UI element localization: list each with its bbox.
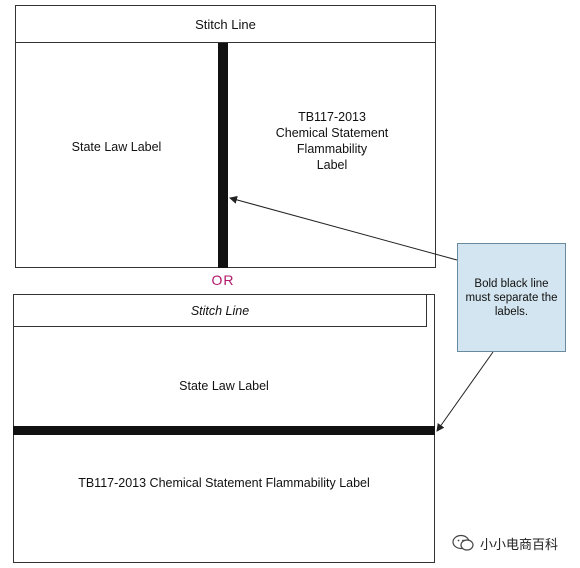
bottom-stitch-line-band — [13, 294, 427, 327]
or-separator: OR — [211, 272, 235, 288]
arrow-to-horizontal-divider — [436, 351, 494, 432]
watermark: 小小电商百科 — [452, 531, 558, 555]
top-chemical-label-line: Label — [316, 158, 348, 172]
watermark-text: 小小电商百科 — [480, 536, 559, 552]
top-chemical-label-line: TB117-2013 — [298, 110, 366, 124]
arrow-to-vertical-divider — [229, 195, 458, 261]
wechat-icon — [452, 534, 474, 551]
top-stitch-line-band — [15, 5, 436, 43]
bottom-chemical-label: TB117-2013 Chemical Statement Flammabili… — [78, 476, 370, 490]
bottom-state-law-label: State Law Label — [179, 379, 269, 393]
bottom-stitch-line-text: Stitch Line — [190, 304, 250, 318]
bottom-horizontal-divider — [13, 426, 435, 435]
top-stitch-line-text: Stitch Line — [195, 17, 256, 32]
top-vertical-divider — [218, 43, 228, 268]
top-chemical-label: TB117-2013 Chemical Statement Flammabili… — [228, 109, 436, 173]
top-chemical-label-line: Chemical Statement — [275, 126, 389, 140]
top-chemical-label-line: Flammability — [296, 142, 368, 156]
callout-note: Bold black line must separate the labels… — [457, 243, 566, 352]
top-state-law-label: State Law Label — [71, 140, 162, 154]
